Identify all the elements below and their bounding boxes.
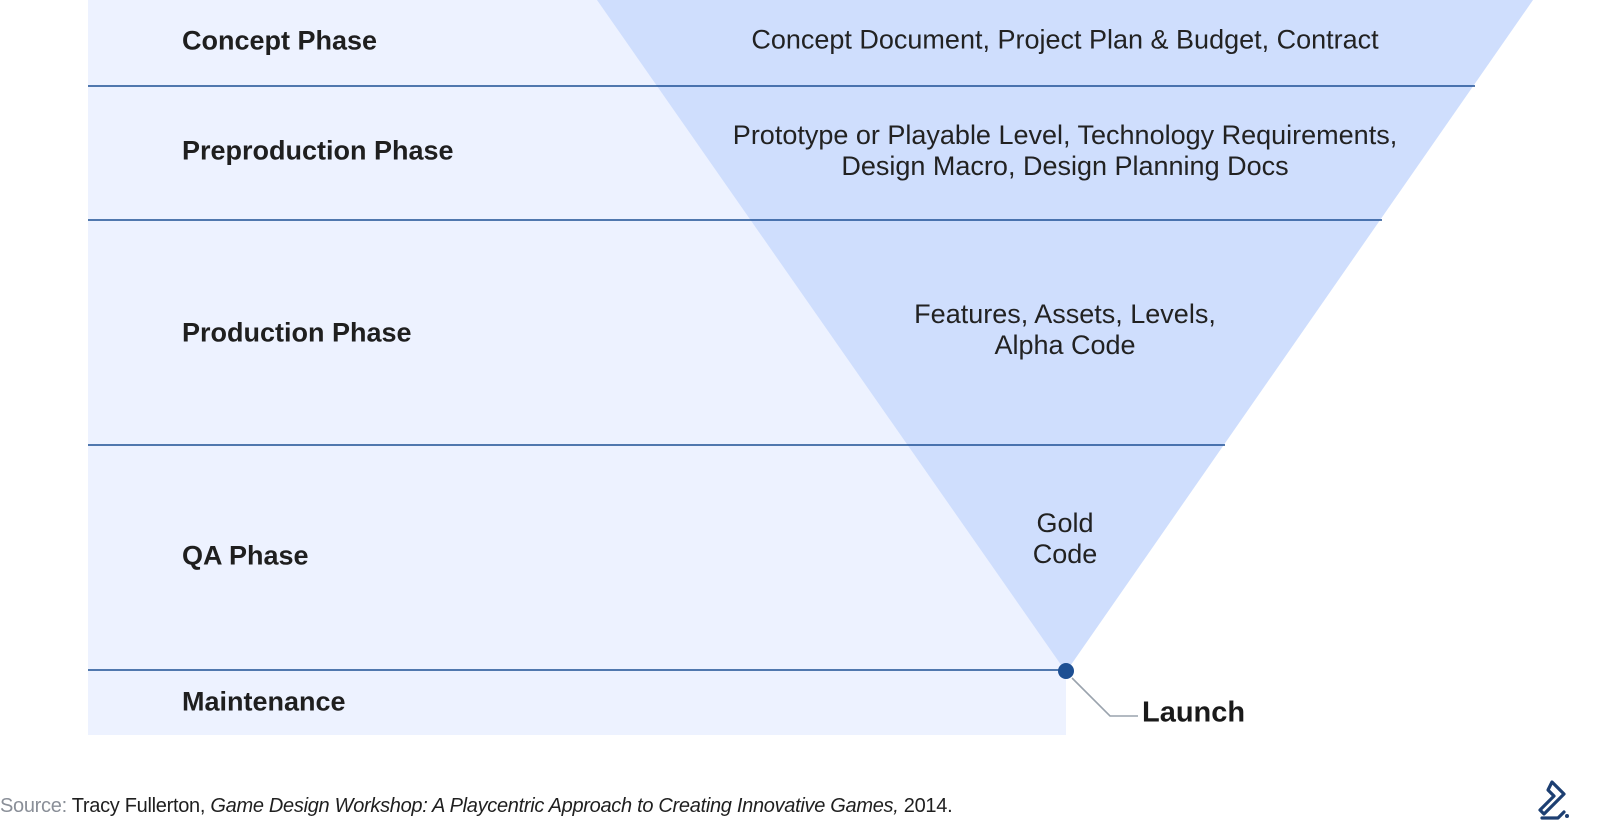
source-year: 2014. [903, 795, 953, 817]
deliverables-production: Features, Assets, Levels, Alpha Code [914, 299, 1216, 361]
launch-dot [1058, 663, 1074, 679]
deliverables-qa-line-1: Gold [1036, 508, 1094, 538]
deliverables-preproduction: Prototype or Playable Level, Technology … [733, 120, 1397, 182]
deliverables-production-line-2: Alpha Code [994, 330, 1136, 360]
deliverables-funnel [597, 0, 1533, 672]
deliverables-preproduction-line-1: Prototype or Playable Level, Technology … [732, 120, 1398, 150]
phase-label-preproduction: Preproduction Phase [182, 135, 454, 166]
source-title: Game Design Workshop: A Playcentric Appr… [210, 795, 899, 817]
source-citation: Source: Tracy Fullerton, Game Design Wor… [0, 795, 953, 818]
deliverables-production-line-1: Features, Assets, Levels, [914, 299, 1216, 329]
deliverables-qa-line-2: Code [1032, 539, 1098, 569]
source-prefix: Source: [0, 795, 67, 817]
launch-label: Launch [1142, 696, 1246, 729]
deliverables-concept: Concept Document, Project Plan & Budget,… [751, 25, 1378, 56]
source-author: Tracy Fullerton, [71, 795, 206, 817]
deliverables-preproduction-line-2: Design Macro, Design Planning Docs [841, 151, 1289, 181]
toptal-logo-icon [1538, 780, 1569, 820]
deliverables-concept-line-1: Concept Document, Project Plan & Budget,… [751, 24, 1379, 55]
phase-label-qa: QA Phase [182, 540, 309, 571]
phase-label-production: Production Phase [182, 317, 412, 348]
deliverables-qa: Gold Code [1033, 508, 1098, 570]
phase-label-concept: Concept Phase [182, 25, 378, 56]
phase-label-maintenance: Maintenance [182, 686, 346, 717]
launch-leader-line [1071, 677, 1138, 717]
